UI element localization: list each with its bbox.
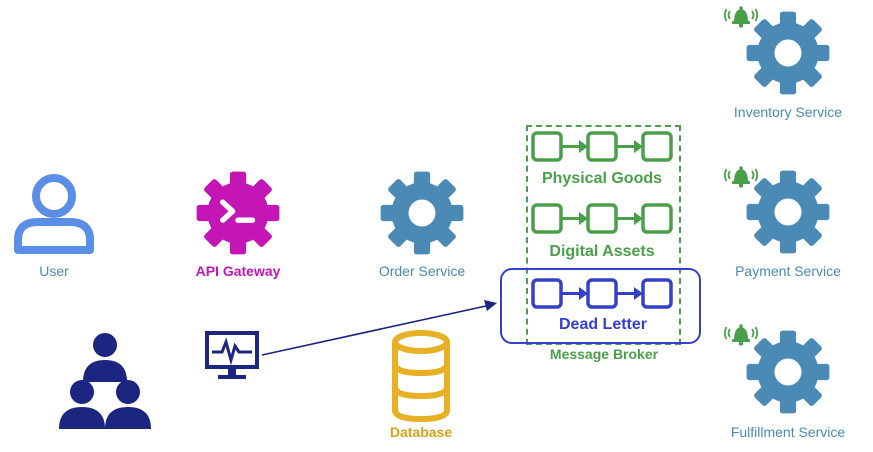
digital-assets-label: Digital Assets (549, 243, 655, 260)
fulfillment-ringing-bell-icon (723, 324, 759, 346)
dead-letter-label: Dead Letter (558, 316, 648, 333)
payment-ringing-bell-icon (723, 166, 759, 188)
order-service-label: Order Service (378, 263, 466, 279)
terminal-gear-icon (196, 171, 280, 255)
user-icon (14, 174, 94, 254)
inventory-service-gear-icon (746, 11, 830, 95)
inventory-ringing-bell-icon (723, 6, 759, 28)
user-label: User (39, 263, 69, 279)
database-label: Database (389, 424, 453, 440)
dead-letter-box[interactable] (500, 268, 701, 344)
people-hierarchy-icon (59, 333, 151, 429)
payment-service-label: Payment Service (735, 263, 841, 279)
database-icon (392, 330, 450, 423)
fulfillment-service-label: Fulfillment Service (730, 424, 846, 440)
fulfillment-service-gear-icon (746, 330, 830, 414)
digital-assets-queue-icon (531, 203, 673, 234)
order-service-gear-icon (380, 171, 464, 255)
message-broker-box (526, 125, 681, 345)
api-gateway-label: API Gateway (195, 263, 281, 279)
physical-goods-label: Physical Goods (541, 170, 663, 187)
dead-letter-queue-icon (531, 278, 673, 309)
message-broker-label: Message Broker (549, 346, 659, 362)
physical-goods-queue-icon (531, 131, 673, 162)
monitor-pulse-icon (205, 331, 259, 379)
payment-service-gear-icon (746, 170, 830, 254)
inventory-service-label: Inventory Service (733, 104, 843, 120)
